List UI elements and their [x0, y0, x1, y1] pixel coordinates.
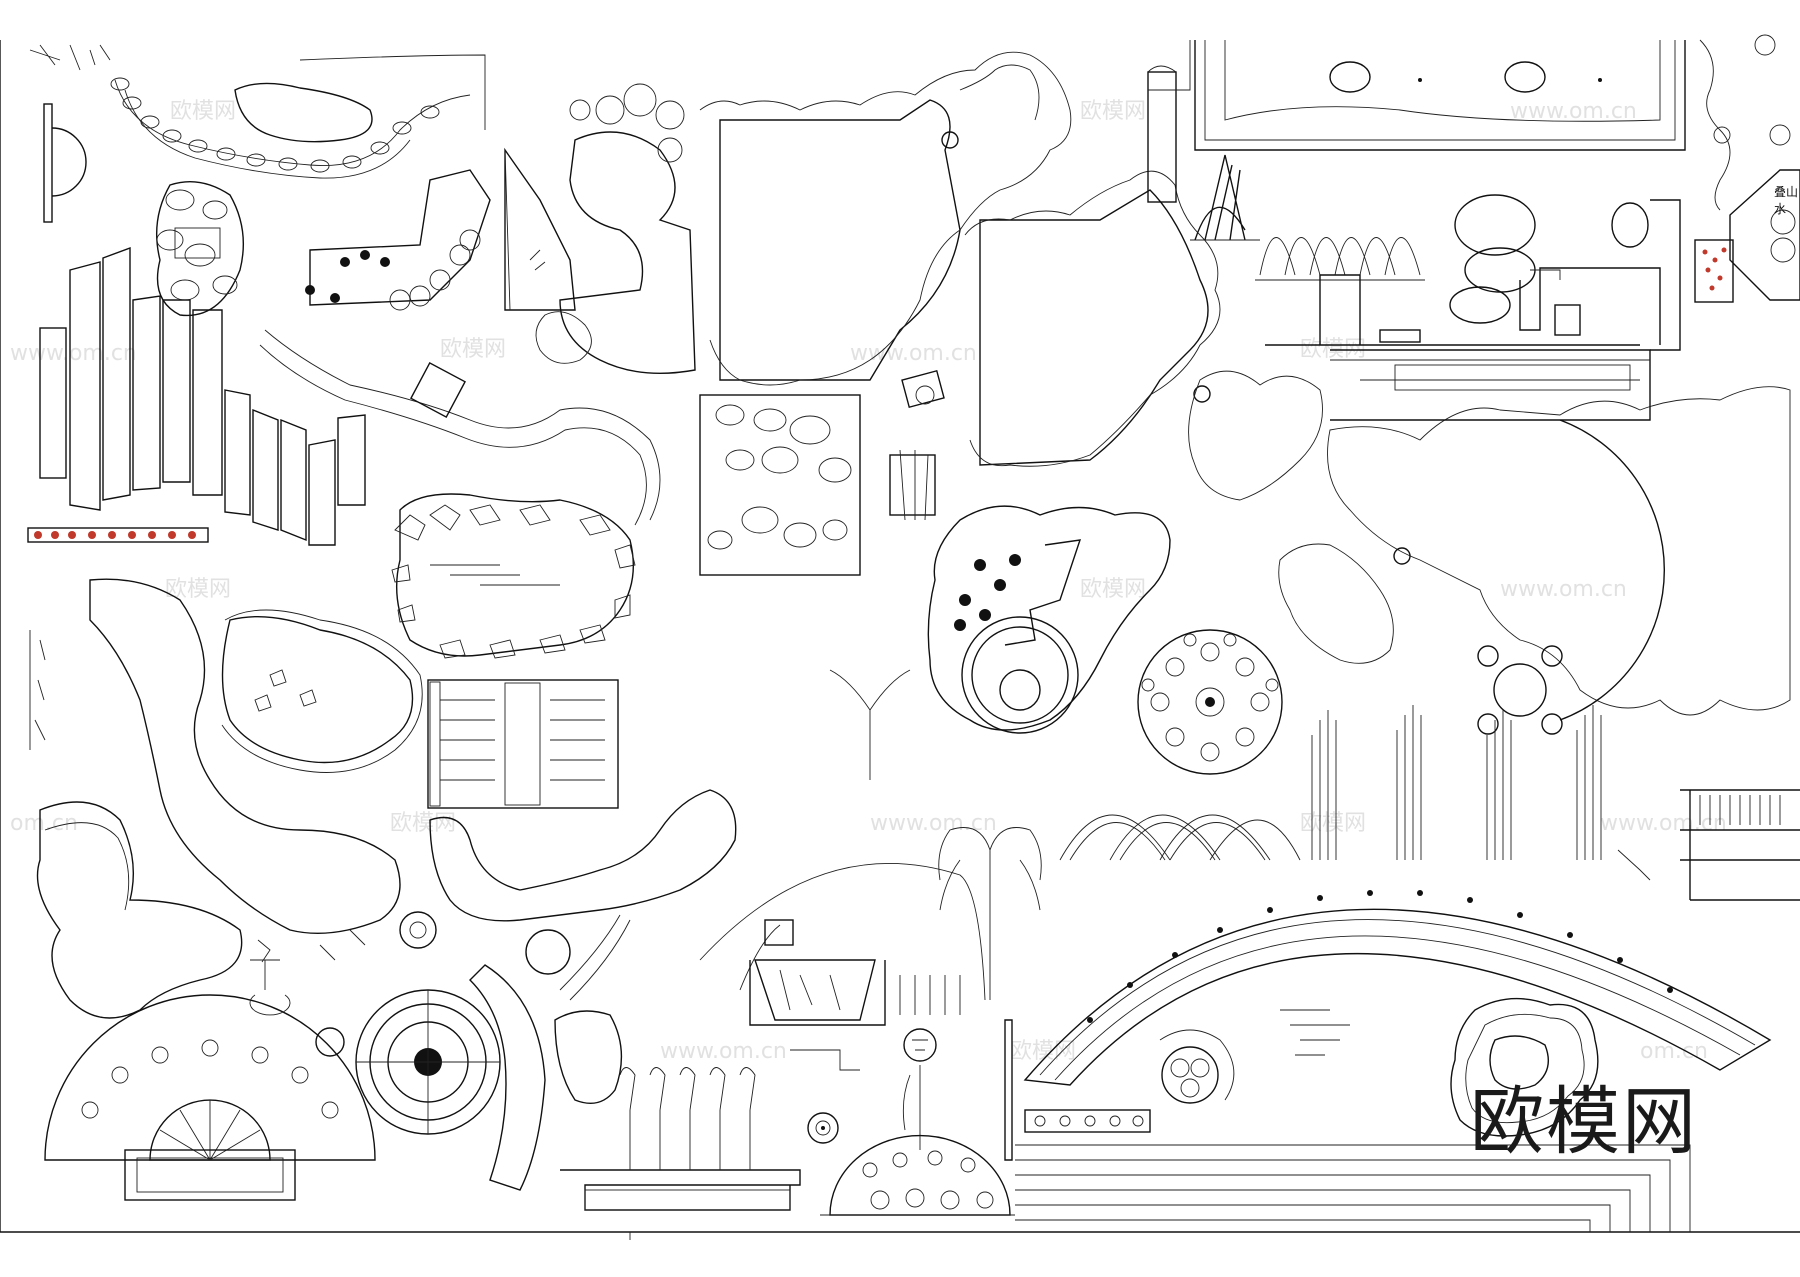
watermark-url: www.om.cn	[850, 341, 977, 366]
organic-pond-outline	[36, 801, 243, 1019]
watermark-url: www.om.cn	[870, 811, 997, 836]
watermark-text: 欧模网	[440, 337, 506, 362]
watermark-text: 欧模网	[390, 811, 456, 836]
watermark-url: om.cn	[10, 811, 78, 836]
brand-watermark-logo: 欧模网	[1470, 1079, 1698, 1165]
s-shaped-deck-planting	[535, 83, 696, 374]
round-fountain-plan	[1137, 629, 1283, 775]
watermark-url: om.cn	[1640, 1039, 1708, 1064]
willow-fountain-jets	[829, 669, 1042, 1000]
arch-water-jets	[699, 863, 986, 1026]
stepping-stone-path	[110, 77, 471, 179]
sheet-border	[0, 40, 1800, 1233]
timber-deck-with-plants	[305, 169, 491, 311]
fountain-elevation-detail	[889, 369, 945, 521]
hatched-pond	[234, 54, 486, 143]
rock-cluster-plan	[155, 180, 245, 317]
watermark-text: 欧模网	[170, 99, 236, 124]
table-and-chairs-plan	[1477, 645, 1563, 735]
semicircle-planting-bed	[820, 1134, 1015, 1216]
terraced-steps-plan	[1015, 1109, 1691, 1232]
fountain-spray-cluster	[1190, 154, 1425, 281]
semicircle-detail	[43, 103, 87, 223]
corner-detail-top-right	[1694, 34, 1800, 303]
stone-edged-pond	[391, 493, 636, 659]
waterfall-plan	[504, 147, 576, 311]
watermark-text: 欧模网	[1080, 99, 1146, 124]
hatched-garden-path	[89, 578, 423, 934]
watermark-url: www.om.cn	[1600, 811, 1727, 836]
watermark-text: 欧模网	[1080, 577, 1146, 602]
waterfall-elevation	[554, 914, 631, 1104]
fern-plant-icon	[29, 44, 111, 71]
lobed-pool-with-circle	[927, 505, 1171, 734]
watermark-layer: 欧模网 欧模网 欧模网 欧模网 欧模网 欧模网 欧模网 欧模网 欧模网 www.…	[10, 99, 1727, 1064]
crane-statue-row	[560, 1067, 801, 1211]
lion-head-spout	[902, 1019, 1013, 1161]
top-pool-section	[1194, 40, 1686, 151]
stair-elevation-right	[1680, 789, 1800, 901]
rockery-frame-plan	[1188, 370, 1791, 721]
watermark-text: 欧模网	[165, 577, 231, 602]
stream-with-bridge	[259, 329, 661, 526]
circular-plaza-plan	[355, 964, 546, 1191]
rockery-frame-plan	[964, 170, 1221, 467]
arc-water-jets-row	[1059, 814, 1301, 861]
watermark-url: www.om.cn	[1500, 577, 1627, 602]
stepped-wall-elevation	[39, 246, 366, 546]
rock-pillar-elevation	[1147, 40, 1191, 203]
dotted-rockery-path	[429, 789, 737, 922]
flower-border-strip	[27, 527, 209, 543]
watermark-text: 欧模网	[1300, 811, 1366, 836]
watermark-url: www.om.cn	[10, 341, 137, 366]
rockery-tag-label: 叠山水	[1774, 185, 1799, 216]
watermark-url: www.om.cn	[1510, 99, 1637, 124]
planting-bed-plan	[427, 679, 619, 809]
small-symbol-icons	[629, 385, 1651, 1240]
small-round-fixtures	[249, 911, 571, 1057]
pebble-ring-pond	[1450, 997, 1599, 1137]
circular-planting-cluster	[1159, 1009, 1350, 1104]
vertical-water-jet-arrays	[1311, 705, 1602, 860]
outlet-target-detail	[790, 1049, 860, 1144]
square-rock-frame	[699, 394, 861, 576]
wall-and-boulder-section	[1265, 194, 1681, 421]
watermark-url: www.om.cn	[660, 1039, 787, 1064]
lawn-figure-icons	[257, 929, 366, 963]
fan-shaped-pavement	[44, 994, 376, 1201]
curved-arc-pavement	[1023, 890, 1772, 1086]
dashed-edge-detail	[29, 630, 46, 750]
hatched-strip-section	[1394, 364, 1631, 391]
rockery-frame-plan	[699, 51, 1072, 386]
